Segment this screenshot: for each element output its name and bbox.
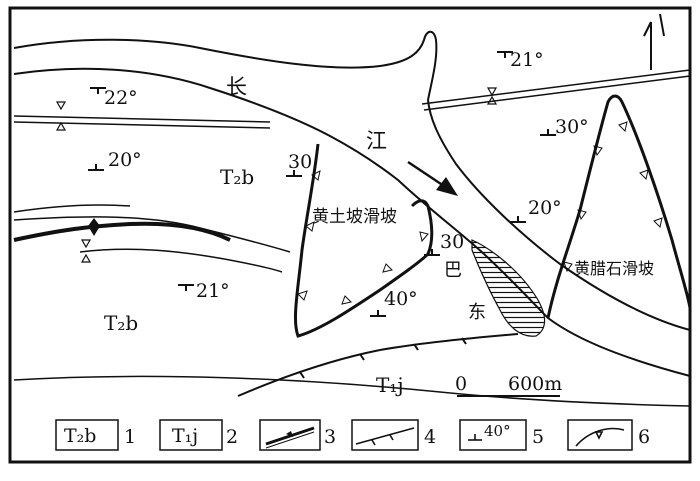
- fold-axis-icon: [265, 426, 315, 449]
- town-label-dong: 东: [468, 302, 486, 323]
- attitude-symbol-21top: [497, 51, 513, 58]
- attitude-symbol-20a: [88, 164, 104, 171]
- attitude-value-20a: 20°: [108, 149, 142, 171]
- map-frame: [8, 6, 692, 464]
- attitude-symbol-20b: [510, 216, 526, 223]
- river-label-jiang: 江: [366, 129, 387, 153]
- landslide-huanglashi: [546, 94, 692, 319]
- legend-text-5: 40°: [484, 422, 511, 440]
- legend-text-2: T₁j: [172, 425, 198, 447]
- formation-label-upper: T₂b: [220, 165, 254, 189]
- attitude-symbol-21bot: [178, 284, 194, 291]
- fault-line: [237, 333, 519, 397]
- town-label-ba: 巴: [444, 260, 462, 281]
- legend-box-4: [351, 419, 419, 451]
- attitude-value-22: 22°: [104, 87, 138, 109]
- landslide-boundary-icon: [575, 427, 625, 447]
- legend-number-3: 3: [324, 426, 336, 448]
- landslide-label-huanglashi: 黄腊石滑坡: [574, 259, 654, 278]
- legend-number-5: 5: [532, 426, 544, 448]
- formation-label-lower: T₁j: [376, 373, 404, 397]
- legend: T₂b 1 T₁j 2 3 4 40° 5: [55, 419, 650, 451]
- attitude-value-30left: 30: [288, 151, 312, 173]
- attitude-value-21top: 21°: [510, 49, 544, 71]
- attitude-legend-icon: [468, 434, 482, 441]
- north-arrow: [643, 13, 665, 70]
- legend-number-2: 2: [226, 426, 238, 448]
- legend-number-1: 1: [124, 426, 136, 448]
- scale-bar: 0 600m: [455, 373, 562, 397]
- river-label-chang: 长: [226, 75, 247, 99]
- legend-box-6: [567, 419, 633, 451]
- legend-box-2: [159, 419, 223, 451]
- legend-number-4: 4: [424, 426, 436, 448]
- legend-number-6: 6: [638, 426, 650, 448]
- flow-arrow: [407, 160, 458, 196]
- landslide-huangtupo: [293, 143, 434, 338]
- legend-box-5: [459, 419, 527, 451]
- attitude-symbol-30left: [286, 170, 302, 177]
- river-banks: [13, 30, 691, 377]
- attitude-symbol-30right: [540, 129, 556, 136]
- attitude-symbol-22: [90, 87, 106, 94]
- strata-markers: [55, 87, 498, 263]
- fold-axis: [13, 218, 231, 242]
- legend-box-3: [259, 419, 321, 451]
- attitude-value-30mid: 30: [440, 231, 464, 253]
- badong-town-area: [471, 239, 546, 337]
- attitude-symbol-30mid: [424, 249, 440, 256]
- strata-lines: [13, 69, 691, 407]
- attitude-value-21bot: 21°: [196, 280, 230, 302]
- attitude-value-20b: 20°: [528, 197, 562, 219]
- attitude-symbols: [88, 51, 556, 317]
- scale-length: 600m: [508, 373, 562, 395]
- attitude-symbol-40: [370, 310, 386, 317]
- legend-box-1: [55, 419, 119, 451]
- attitude-value-30right: 30°: [555, 116, 589, 138]
- landslide-label-huangtupo: 黄土坡滑坡: [312, 207, 397, 227]
- formation-label-upper-2: T₂b: [104, 311, 138, 335]
- legend-text-1: T₂b: [64, 425, 96, 447]
- scale-zero: 0: [455, 373, 467, 395]
- fault-icon: [355, 427, 415, 446]
- attitude-value-40: 40°: [384, 288, 418, 310]
